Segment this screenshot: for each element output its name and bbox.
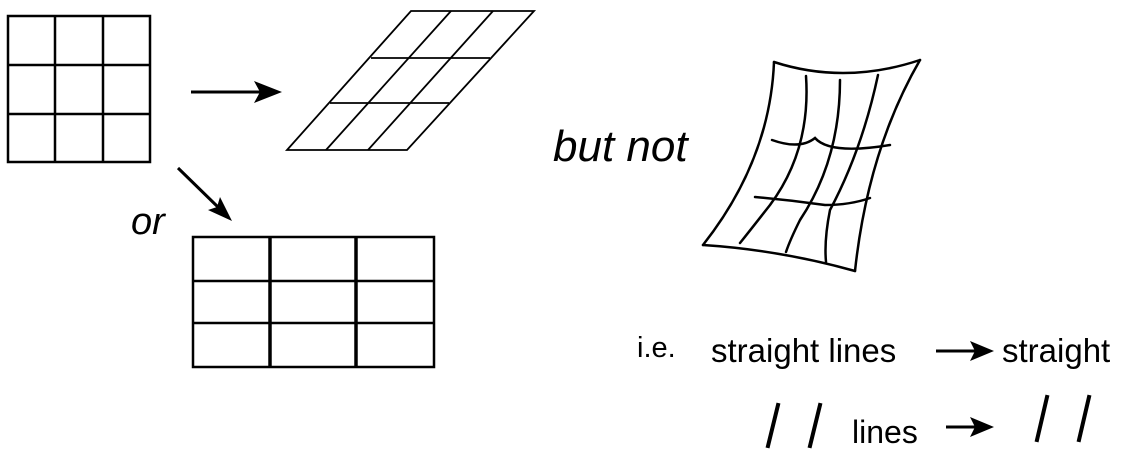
arrow-straight-icon <box>936 341 994 361</box>
original-grid <box>6 14 152 164</box>
label-ie: i.e. <box>637 332 676 364</box>
parallel-marks-right <box>1034 394 1092 443</box>
label-or: or <box>131 201 165 243</box>
parallel-marks-left <box>765 402 823 449</box>
sheared-grid <box>284 10 537 151</box>
label-straight: straight <box>1002 332 1111 369</box>
label-straight-lines: straight lines <box>711 332 897 369</box>
label-lines: lines <box>852 414 918 450</box>
label-but-not: but not <box>553 122 688 171</box>
arrow-down-right-icon <box>176 166 232 221</box>
arrow-right-icon <box>191 81 282 103</box>
stretched-grid <box>191 235 436 369</box>
warped-grid <box>701 58 922 273</box>
arrow-parallel-icon <box>946 417 994 437</box>
